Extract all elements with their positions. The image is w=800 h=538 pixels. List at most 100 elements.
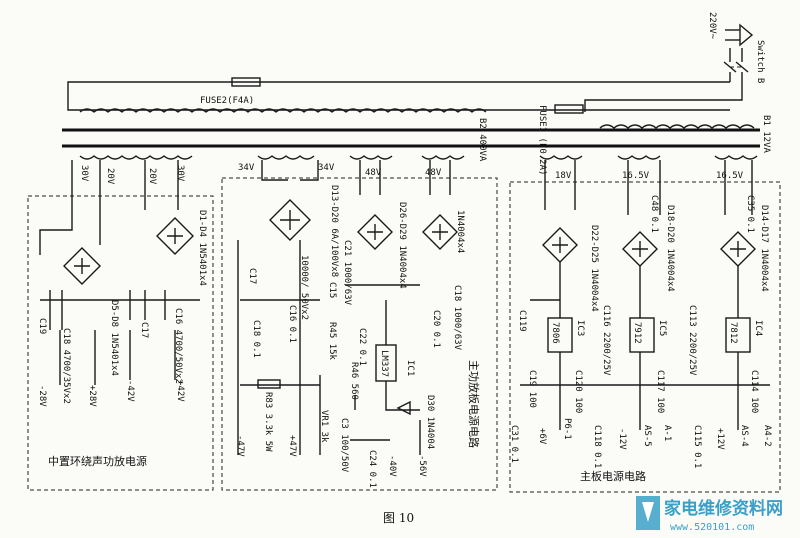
mains-input xyxy=(723,23,754,90)
main-amp-section-title: 主功放板电源电路 xyxy=(467,360,481,448)
c15-label: C15 xyxy=(327,282,337,298)
center-section-title: 中置环绕声功放电源 xyxy=(48,454,147,468)
out-a42: A4-2 xyxy=(762,425,772,447)
winding-20v-a: 20V xyxy=(105,168,115,185)
7812-label: 7812 xyxy=(728,322,738,344)
out-m42: -42V xyxy=(125,380,135,402)
watermark-url: www.520101.com xyxy=(670,522,754,533)
mainboard-section-title: 主板电源电路 xyxy=(580,469,646,483)
fuse2-symbol xyxy=(231,77,261,87)
c16b-label: C16 0.1 xyxy=(287,305,297,343)
main-amp-circuit xyxy=(237,160,458,455)
d1d4-label: D1-D4 1N5401x4 xyxy=(197,210,207,286)
out-m47: -47V xyxy=(235,435,245,457)
c18c-label: C18 1000/63V xyxy=(452,285,462,351)
primary-wiring xyxy=(62,77,760,148)
fuse1-symbol xyxy=(554,104,584,114)
c24-label: C24 0.1 xyxy=(367,450,377,488)
c120-label: C120 100 xyxy=(573,370,583,413)
mainboard-circuit xyxy=(520,160,770,430)
out-as4: AS-4 xyxy=(739,425,749,447)
transformer-b2-label: B2 400VA xyxy=(477,118,487,162)
out-p47: +47V xyxy=(287,435,297,457)
c10000-label: 10000/ 50Vx2 xyxy=(299,255,309,320)
watermark-cn: 家电维修资料网 xyxy=(664,498,783,519)
out-m56: -56V xyxy=(417,455,427,477)
winding-48v-b: 48V xyxy=(425,168,442,178)
c3-label: C3 100/50V xyxy=(339,418,349,473)
c113-label: C113 2200/25V xyxy=(687,305,697,376)
winding-16v-b: 16.5V xyxy=(716,171,744,181)
d18d20-label: D18-D20 1N4004x4 xyxy=(665,205,675,292)
d5d8-label: D5-D8 1N5401x4 xyxy=(109,300,119,376)
mains-voltage-label: 220V~ xyxy=(707,12,717,40)
winding-30v-b: 30V xyxy=(175,165,185,182)
out-p61: P6-1 xyxy=(562,418,572,440)
7806-label: 7806 xyxy=(550,322,560,344)
ic3-label: IC3 xyxy=(575,320,585,336)
r46-label: R46 560 xyxy=(349,362,359,400)
ic4-label: IC4 xyxy=(753,320,763,336)
out-p6: +6V xyxy=(537,428,547,445)
7912-label: 7912 xyxy=(632,322,642,344)
c17b-label: C17 xyxy=(247,268,257,284)
c18b-label: C18 0.1 xyxy=(251,320,261,358)
c18-label: C18 4700/35Vx2 xyxy=(61,328,71,404)
winding-30v-a: 30V xyxy=(79,165,89,182)
fuse2-label: FUSE2(F4A) xyxy=(200,96,254,106)
center-circuit xyxy=(39,160,200,385)
out-m40: -40V xyxy=(387,455,397,477)
lm337-label: LM337 xyxy=(379,350,389,377)
winding-16v-a: 16.5V xyxy=(622,171,650,181)
c21-label: C21 1000/63V xyxy=(342,240,352,306)
switch-label: Switch B xyxy=(755,40,765,83)
figure-caption: 图 10 xyxy=(383,511,414,525)
vr1-label: VR1 3k xyxy=(319,410,329,443)
c22-label: C22 0.1 xyxy=(357,328,367,366)
d13d20-label: D13-D20 6A/100Vx8 xyxy=(329,185,339,277)
ic5-body xyxy=(629,317,655,353)
r83-label: R83 3.3k 5W xyxy=(263,392,273,452)
winding-48v-a: 48V xyxy=(365,168,382,178)
c35-label: C35 0.1 xyxy=(745,195,755,233)
winding-34v-a: 34V xyxy=(238,163,255,173)
c20-label: C20 0.1 xyxy=(431,310,441,348)
c119-label: C119 xyxy=(517,310,527,332)
out-m12: -12V xyxy=(617,428,627,450)
d26d29-label: D26-D29 1N4004x4 xyxy=(397,202,407,289)
center-section-box xyxy=(27,195,214,491)
main-amp-section-box xyxy=(221,177,498,491)
out-as5: AS-5 xyxy=(642,425,652,447)
c117-label: C117 100 xyxy=(655,370,665,413)
c19b-label: C19 100 xyxy=(527,370,537,408)
d-right48-label: 1N4004x4 xyxy=(455,210,465,253)
c48-label: C48 0.1 xyxy=(649,195,659,233)
c115-label: C115 0.1 xyxy=(692,425,702,468)
out-p12: +12V xyxy=(715,428,725,450)
c31-label: C31 0.1 xyxy=(509,425,519,463)
out-p42: +42V xyxy=(175,380,185,402)
winding-34v-b: 34V xyxy=(318,163,335,173)
c16-label: C16 4700/50Vx2 xyxy=(173,308,183,384)
c17a-label: C17 xyxy=(139,322,149,338)
mainboard-section-box xyxy=(509,181,781,493)
d22d25-label: D22-D25 1N4004x4 xyxy=(589,225,599,312)
d30-label: D30 1N4004 xyxy=(425,395,435,449)
d14d17-label: D14-D17 1N4004x4 xyxy=(759,205,769,292)
r45-label: R45 15k xyxy=(327,322,337,361)
out-a1: A-1 xyxy=(662,425,672,441)
fuse1-label: FUSE1 (F0.2A) xyxy=(537,105,547,175)
ic1-label: IC1 xyxy=(405,360,415,376)
c118-label: C118 0.1 xyxy=(592,425,602,468)
secondary-coils xyxy=(79,155,758,160)
winding-20v-b: 20V xyxy=(147,168,157,185)
ic5-label: IC5 xyxy=(657,320,667,336)
out-m28: -28V xyxy=(37,385,47,407)
out-p28: +28V xyxy=(87,385,97,407)
transformer-b1-label: B1 12VA xyxy=(761,115,771,154)
c114-label: C114 100 xyxy=(749,370,759,413)
winding-18v: 18V xyxy=(555,171,572,181)
c19-label: C19 xyxy=(37,318,47,334)
